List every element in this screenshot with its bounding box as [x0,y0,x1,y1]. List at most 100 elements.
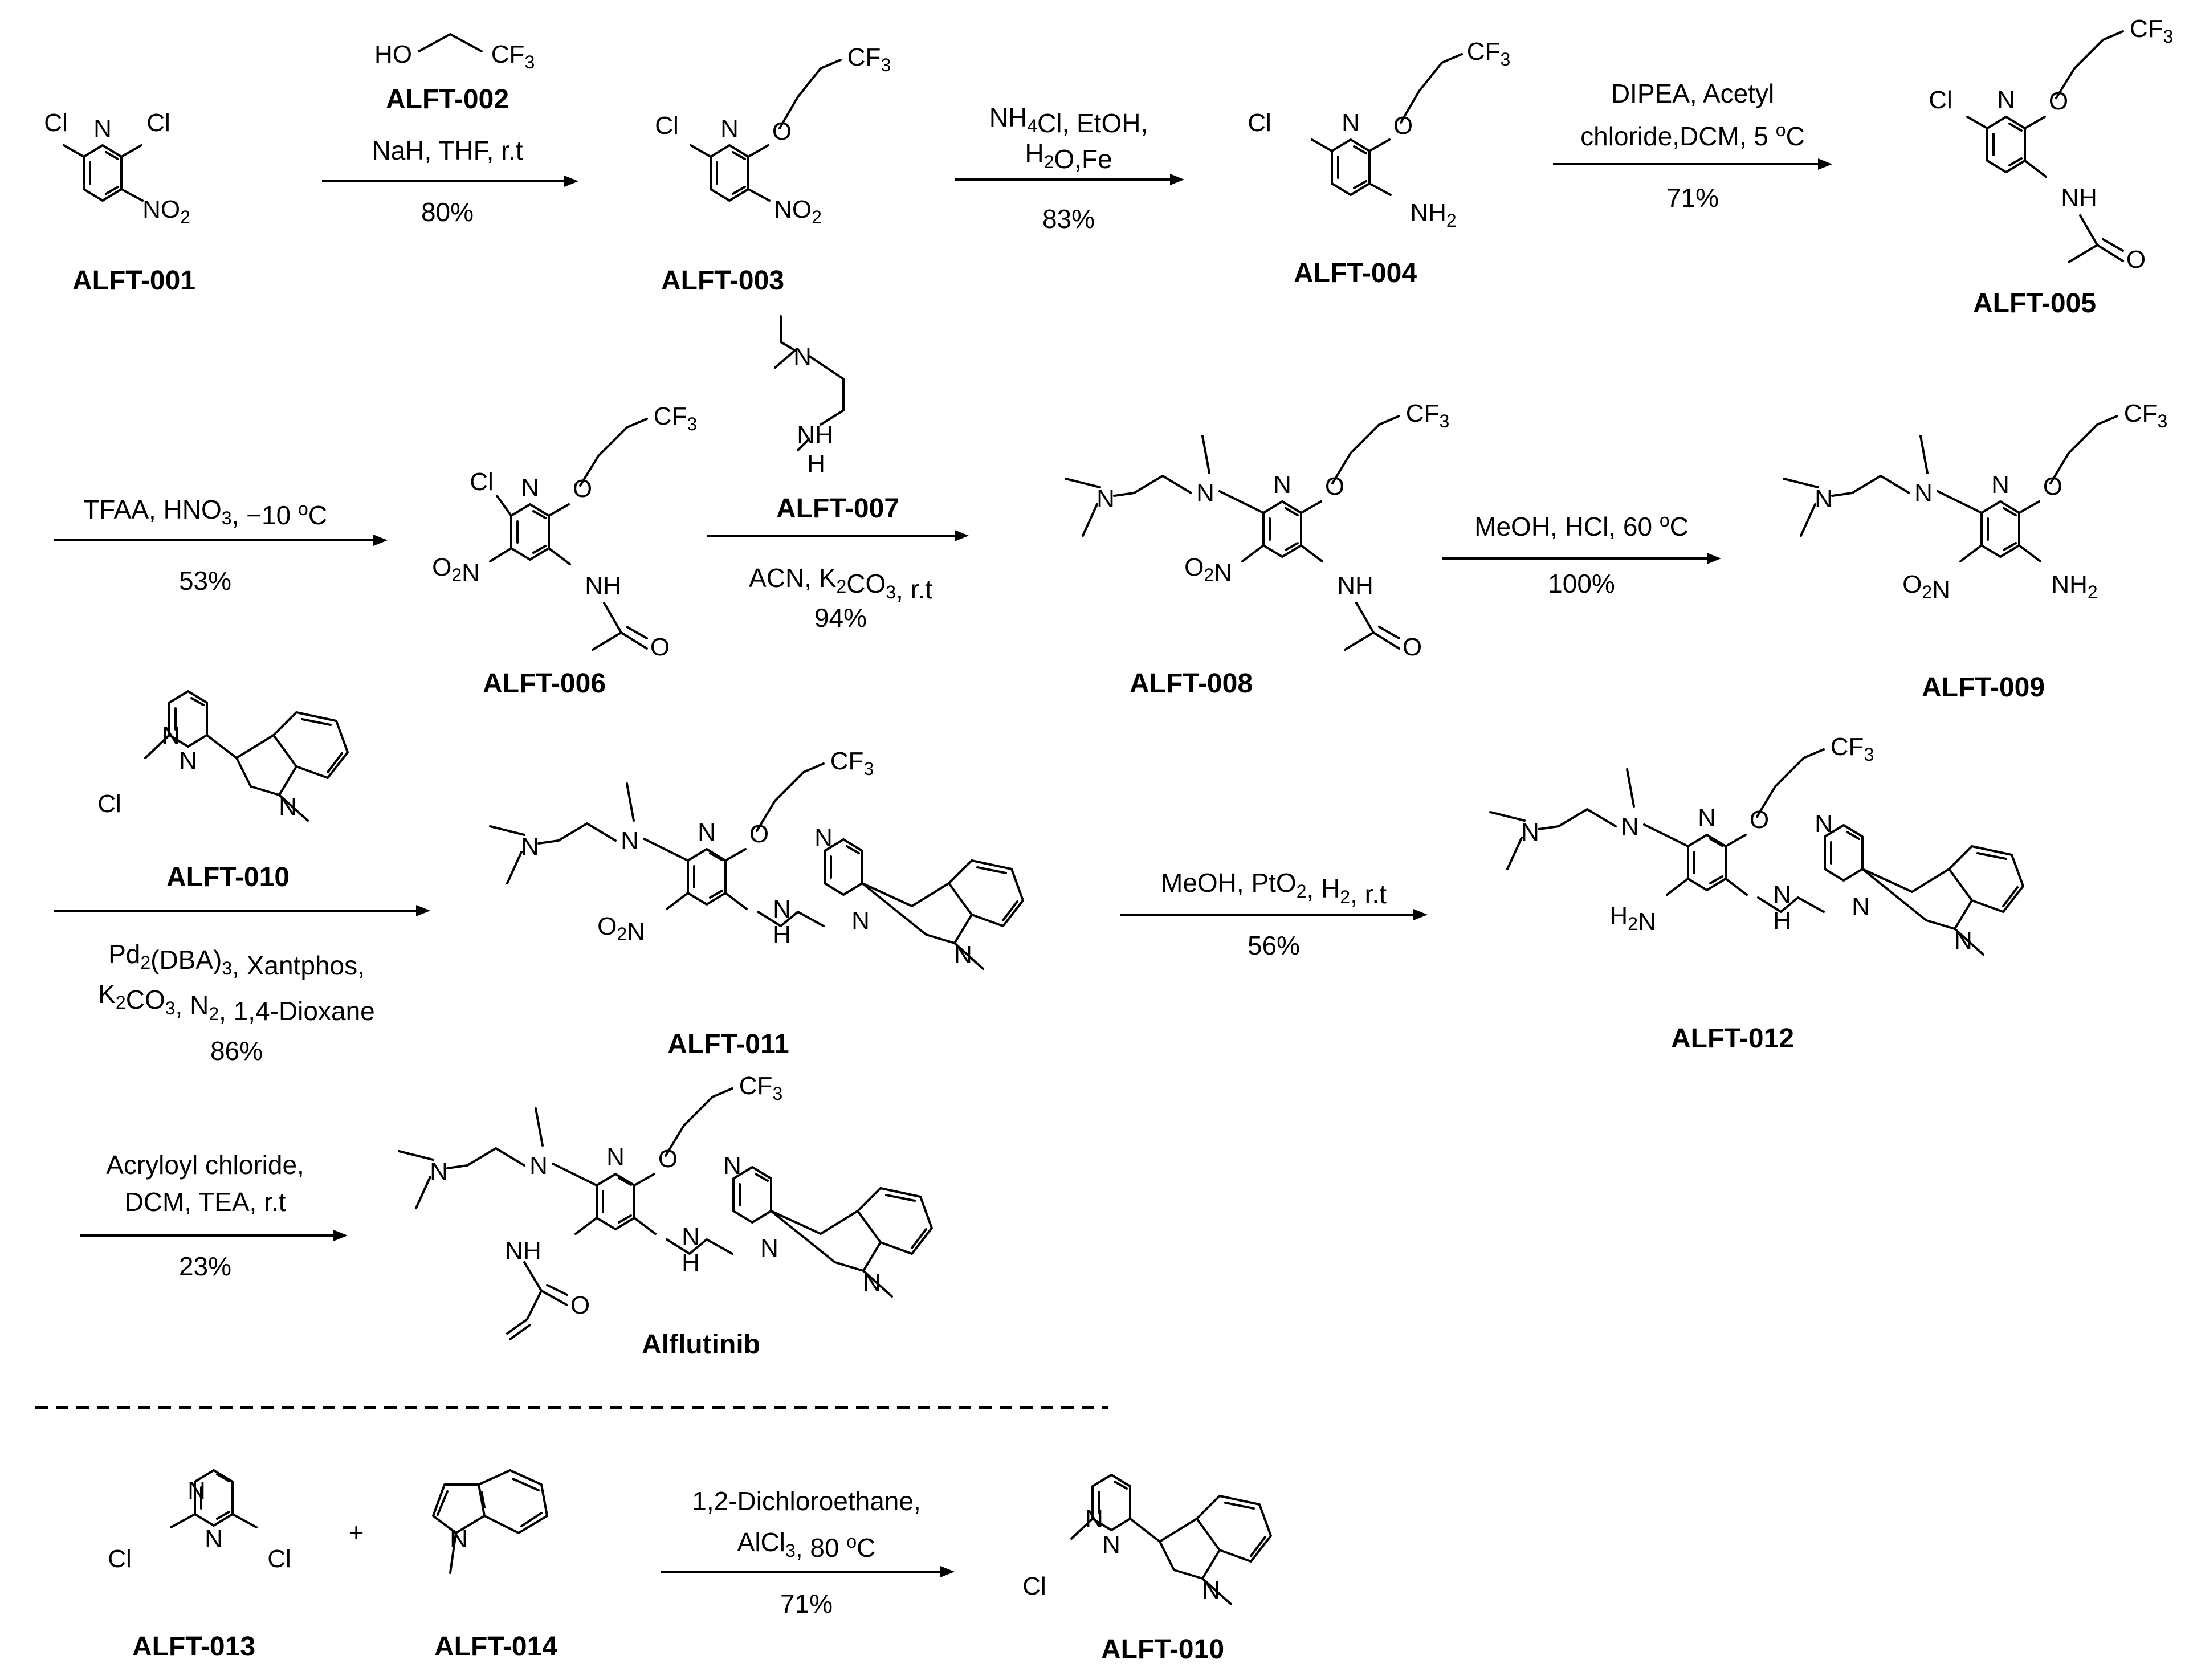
arrowhead-step-2 [1170,174,1184,185]
atom-cf3: CF3 [1467,38,1510,70]
step-8-yield: 56% [1248,931,1300,960]
atom-o: O [1403,633,1422,661]
arrowhead-step-10 [940,1566,955,1577]
atom-o: O [749,820,769,848]
atom-h: H [682,1249,700,1277]
structure-alft-010-product: N N Cl N [1022,1474,1272,1605]
atom-o: O [658,1145,678,1173]
atom-o2n: O2N [597,912,645,946]
arrowhead-step-1 [564,176,578,187]
atom-n: N [430,1157,448,1185]
structure-alft-009: N N N O CF3 O2N NH2 [1783,399,2167,604]
label-alft-009: ALFT-009 [1922,672,2045,703]
atom-n: N [279,793,297,821]
step-1-yield: 80% [421,197,474,227]
atom-nh2: NH2 [2051,570,2097,602]
atom-n: N [682,1223,700,1251]
atom-nh: NH [505,1237,541,1265]
atom-o: O [1325,472,1344,500]
step-2-line-2: H2O,Fe [1025,138,1112,174]
atom-cf3: CF3 [847,43,891,75]
atom-cl: Cl [470,468,494,496]
step-5-yield: 94% [814,603,867,633]
atom-o: O [650,633,670,661]
step-8-conditions: MeOH, PtO2, H2, r.t [1161,868,1387,909]
atom-cl: Cl [146,109,170,137]
atom-ho: HO [374,40,412,68]
label-alft-005: ALFT-005 [1973,288,2096,319]
atom-n: N [954,941,972,969]
atom-nh2: NH2 [1410,199,1456,231]
step-2-yield: 83% [1042,204,1095,234]
atom-cl: Cl [97,790,121,818]
label-alft-008: ALFT-008 [1130,668,1253,699]
atom-n: N [205,1525,223,1553]
atom-cf3: CF3 [2124,399,2167,431]
atom-cl: Cl [1022,1572,1046,1600]
step-3-line-2: chloride,DCM, 5 oC [1580,120,1805,151]
atom-cl: Cl [655,112,679,140]
atom-cl: Cl [267,1545,291,1573]
atom-n: N [1773,881,1791,909]
atom-n: N [793,342,812,370]
atom-nh: NH [2061,184,2097,212]
atom-n: N [529,1152,548,1180]
atom-n: N [93,115,112,142]
atom-o: O [570,1291,590,1319]
structure-alft-002: HO CF3 [374,33,535,72]
atom-n: N [521,474,539,501]
structure-alft-010: N N Cl N [97,690,349,822]
label-alft-014: ALFT-014 [434,1632,557,1662]
step-9-line-2: DCM, TEA, r.t [125,1187,286,1217]
step-9-line-1: Acryloyl chloride, [106,1150,304,1180]
atom-n: N [450,1525,468,1553]
atom-o2n: O2N [1902,570,1950,604]
label-alft-006: ALFT-006 [483,668,606,699]
atom-nh: NH [585,572,621,600]
structure-alft-006: N Cl O CF3 O2N NH O [432,402,697,661]
atom-n: N [1815,810,1833,838]
atom-n: N [1997,86,2015,114]
structure-alft-007: N NH H [774,315,845,478]
step-10-line-2: AlCl3, 80 oC [737,1527,876,1563]
arrowhead-step-4 [373,535,388,546]
label-alft-002: ALFT-002 [386,84,509,115]
atom-cf3: CF3 [1406,399,1449,431]
atom-n: N [1521,818,1539,846]
atom-o: O [1750,806,1769,834]
atom-nh: NH [1337,572,1373,600]
atom-o2n: O2N [432,553,480,587]
atom-h: H [1773,907,1791,935]
structure-alft-005: N Cl O CF3 NH O [1929,15,2173,274]
atom-h: H [773,921,791,949]
atom-o: O [1393,112,1413,140]
atom-n: N [851,907,870,935]
atom-n: N [723,1152,741,1180]
step-2-line-1: NH4Cl, EtOH, [989,103,1148,138]
step-6-conditions: MeOH, HCl, 60 oC [1474,510,1689,541]
atom-cl: Cl [44,109,68,137]
label-alft-003: ALFT-003 [661,266,784,296]
atom-h2n: H2N [1609,902,1656,936]
atom-n: N [698,818,716,846]
step-10-line-1: 1,2-Dichloroethane, [692,1486,921,1516]
atom-n: N [1102,1531,1120,1559]
step-6-yield: 100% [1548,569,1615,598]
label-alflutinib: Alflutinib [642,1330,760,1360]
atom-n: N [760,1234,778,1262]
atom-cl: Cl [108,1545,132,1573]
arrowhead-step-7 [416,905,430,916]
atom-n: N [863,1269,881,1296]
atom-n: N [1085,1505,1103,1533]
arrowhead-step-9 [333,1230,348,1241]
atom-cl: Cl [1248,109,1271,137]
structure-alft-004: N Cl O CF3 NH2 [1248,38,1510,231]
atom-n: N [606,1143,625,1171]
atom-n: N [179,747,197,775]
structure-alft-013: N N Cl Cl [108,1469,291,1573]
atom-o: O [573,475,592,503]
atom-n: N [1698,804,1716,832]
step-3-yield: 71% [1666,183,1719,213]
atom-o: O [2043,472,2062,500]
label-alft-011: ALFT-011 [667,1029,789,1059]
